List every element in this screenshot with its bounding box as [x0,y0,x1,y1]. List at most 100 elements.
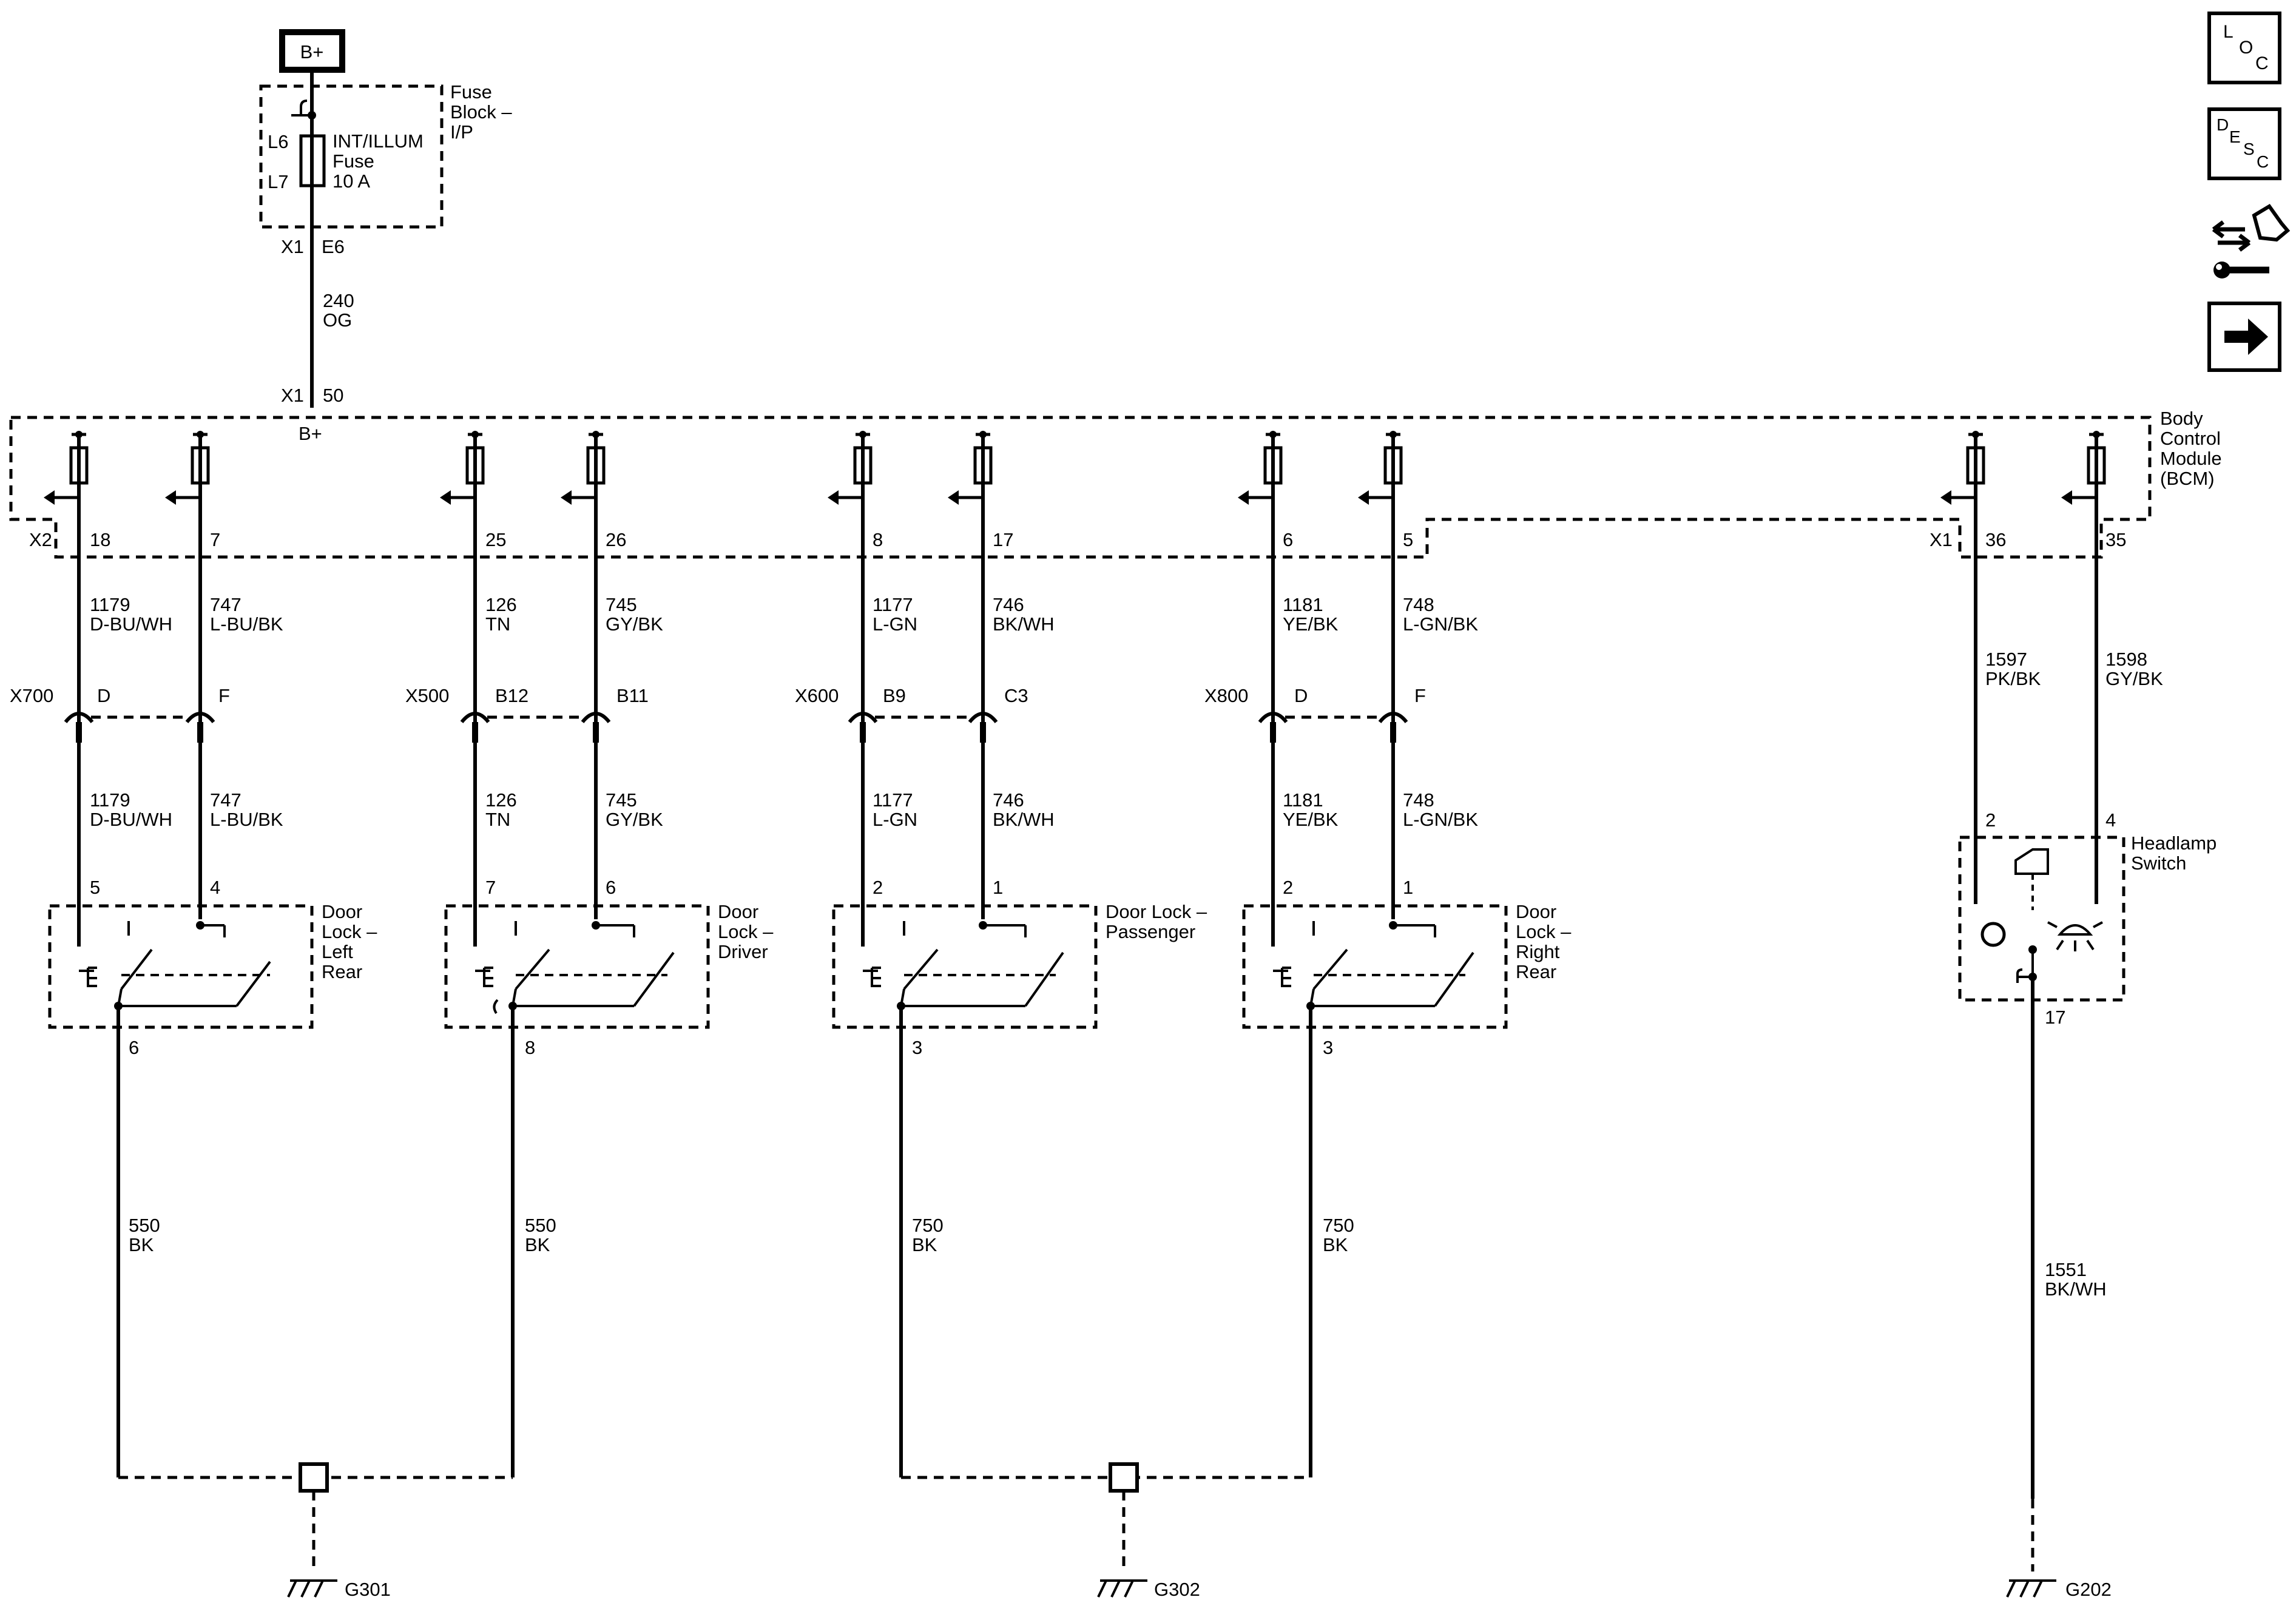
wire-circuit: 748 [1403,594,1434,615]
bcm-conn-x1-top: X1 [281,385,304,406]
wire-color: GY/BK [2105,668,2163,689]
fuse-pin-e6: E6 [322,236,345,257]
door-circuit-passenger: 1177 L-GN 746 BK/WH X600 B9 C3 1177 L-GN… [795,443,1207,1477]
conn-pin-b9: B9 [883,685,906,706]
ground-g301: G301 [118,1462,513,1600]
bcm-title-4: (BCM) [2160,468,2215,489]
bcm-conn-x1-right: X1 [1930,529,1953,550]
wire-color: TN [485,809,510,830]
wire-circuit: 747 [210,789,241,811]
wire-color: GY/BK [606,613,663,635]
bcm-pin-5: 5 [1403,529,1413,550]
fuse-label-3: 10 A [333,170,370,192]
conn-pin-d: D [1294,685,1308,706]
switch-title: Rear [322,961,362,982]
bcm-pin-6: 6 [1283,529,1293,550]
switch-title: Lock – [1516,921,1572,942]
headlamp-title: Switch [2131,852,2186,874]
wire-color: YE/BK [1283,613,1339,635]
fuse-conn-x1: X1 [281,236,304,257]
wire-circuit: 1179 [90,789,130,811]
loc-button[interactable]: L O C [2207,12,2281,84]
bcm-pin-25: 25 [485,529,506,550]
switch-title: Lock – [322,921,377,942]
wire-color: GY/BK [606,809,663,830]
wire-circuit: 1181 [1283,594,1323,615]
desc-letter: D [2217,115,2229,134]
switch-title: Passenger [1106,921,1195,942]
gnd-wire-color: BK [912,1234,937,1255]
ground-g202: G202 [2006,1499,2112,1600]
gnd-wire-color: BK [129,1234,154,1255]
bcm-pin-numbers: 18 7 25 26 8 17 6 5 36 35 [90,529,2126,550]
fuse-label-1: INT/ILLUM [333,130,424,152]
wire-circuit: 126 [485,594,517,615]
wire-color: TN [485,613,510,635]
bcm-pin-18: 18 [90,529,110,550]
inline-conn-x500: X500 [405,685,449,706]
gnd-wire-circuit: 750 [912,1215,944,1236]
switch-title: Door [322,901,362,922]
ground-pin: 6 [129,1037,139,1058]
switch-pin: 1 [1403,877,1413,898]
bcm-pin-36: 36 [1985,529,2006,550]
wire-color: L-GN [873,809,917,830]
gnd-wire-circuit: 550 [525,1215,556,1236]
wire-color: D-BU/WH [90,809,172,830]
wire-circuit: 1598 [2105,649,2147,670]
door-circuit-left-rear: 1179 D-BU/WH 747 L-BU/BK X700 D F 1179 D… [10,443,377,1477]
bplus-label: B+ [300,41,324,62]
gnd-wire-color: BK [1323,1234,1348,1255]
wire-circuit: 126 [485,789,517,811]
wire-circuit: 745 [606,789,637,811]
door-lock-switch [1273,921,1474,1010]
wire-circuit: 747 [210,594,241,615]
wire-color: L-GN/BK [1403,809,1478,830]
gnd-wire-circuit: 1551 [2045,1259,2087,1280]
door-lock-switch [863,921,1064,1010]
bcm-title-2: Control [2160,428,2221,449]
body-control-module: B+ Body Control Module (BCM) X2 X1 [9,408,2222,559]
door-circuit-right-rear: 1181 YE/BK 748 L-GN/BK X800 D F 1181 YE/… [1204,443,1572,1477]
door-circuit-driver: 126 TN 745 GY/BK X500 B12 B11 126 TN 745… [405,443,774,1477]
wire-color: BK/WH [993,809,1055,830]
next-button[interactable] [2207,302,2281,372]
ground-pin: 17 [2045,1007,2065,1028]
gnd-wire-circuit: 750 [1323,1215,1354,1236]
inline-conn-x800: X800 [1204,685,1248,706]
bcm-pin-26: 26 [606,529,626,550]
switch-pin: 1 [993,877,1003,898]
ground-label-g302: G302 [1154,1579,1200,1600]
wire-color: L-GN/BK [1403,613,1478,635]
feed-wire-color: OG [323,309,352,331]
switch-title: Left [322,941,353,962]
ground-g302: G302 [901,1462,1311,1600]
bcm-pin-50: 50 [323,385,343,406]
bcm-title-1: Body [2160,408,2203,429]
switch-pin: 4 [210,877,220,898]
fuse-block-title-1: Fuse [450,81,492,103]
inline-conn-x700: X700 [10,685,53,706]
bcm-title-3: Module [2160,448,2222,469]
wire-color: YE/BK [1283,809,1339,830]
desc-button[interactable]: D E S C [2207,107,2281,180]
loc-letter: C [2255,53,2269,73]
headlamp-switch [1974,837,2103,983]
wire-color: D-BU/WH [90,613,172,635]
connector-tool-icon[interactable] [2212,204,2291,279]
conn-pin-f: F [218,685,230,706]
wire-color: L-BU/BK [210,613,283,635]
wire-circuit: 746 [993,789,1024,811]
switch-title: Rear [1516,961,1556,982]
wire-circuit: 1179 [90,594,130,615]
inline-conn-x600: X600 [795,685,839,706]
bcm-pin-35: 35 [2105,529,2126,550]
switch-title: Door Lock – [1106,901,1207,922]
ground-pin: 3 [912,1037,922,1058]
wire-circuit: 748 [1403,789,1434,811]
fuse-block-ip: Fuse Block – I/P L6 L7 INT/ILLUM Fuse 10… [259,81,512,257]
door-lock-switch [79,921,271,1010]
conn-pin-d: D [97,685,110,706]
gnd-wire-color: BK/WH [2045,1278,2107,1300]
